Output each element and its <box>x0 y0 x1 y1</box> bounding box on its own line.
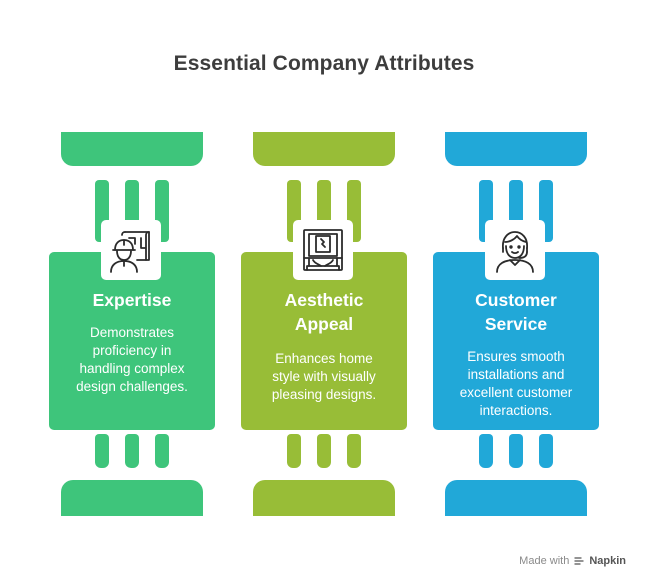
description-line: Demonstrates <box>89 325 175 340</box>
pillar-description: Ensures smooth installations and excelle… <box>439 348 593 420</box>
pillar-column <box>347 434 361 468</box>
pillar-aesthetic-appeal: Aesthetic Appeal Enhances home style wit… <box>241 132 407 516</box>
pillar-card: Expertise Demonstrates proficiency in ha… <box>49 252 215 430</box>
pillar-description: Demonstrates proficiency in handling com… <box>55 324 209 396</box>
pillar-base <box>445 480 587 516</box>
pillar-card: Customer Service Ensures smooth installa… <box>433 252 599 430</box>
pillar-top-cap <box>445 132 587 166</box>
description-line: proficiency in <box>92 343 172 358</box>
icon-box <box>293 220 353 280</box>
pillar-column <box>479 434 493 468</box>
description-line: pleasing designs. <box>271 387 377 402</box>
pillar-description: Enhances home style with visually pleasi… <box>247 350 401 404</box>
pillar-column <box>125 434 139 468</box>
napkin-pen-icon <box>574 557 584 565</box>
heading-line: Customer <box>475 290 557 310</box>
icon-box <box>485 220 545 280</box>
pillar-base <box>253 480 395 516</box>
description-line: excellent customer <box>459 385 573 400</box>
pillar-expertise: Expertise Demonstrates proficiency in ha… <box>49 132 215 516</box>
pillar-column <box>287 434 301 468</box>
pillar-column <box>95 434 109 468</box>
description-line: interactions. <box>479 403 553 418</box>
pillar-column <box>155 434 169 468</box>
pillar-column <box>509 434 523 468</box>
description-line: design challenges. <box>76 379 188 394</box>
support-agent-headset-icon <box>496 231 534 273</box>
framed-art-window-icon <box>303 229 343 271</box>
description-line: Enhances home <box>275 351 373 366</box>
pillar-top-cap <box>61 132 203 166</box>
pillar-column <box>539 434 553 468</box>
pillar-heading: Expertise <box>49 288 215 312</box>
pillar-customer-service: Customer Service Ensures smooth installa… <box>433 132 599 516</box>
description-line: Ensures smooth <box>467 349 565 364</box>
heading-line: Service <box>484 314 548 334</box>
napkin-watermark: Made with Napkin <box>519 555 626 567</box>
pillar-heading: Aesthetic Appeal <box>241 288 407 336</box>
pillar-base <box>61 480 203 516</box>
description-line: handling complex <box>79 361 185 376</box>
engineer-blueprint-icon <box>110 231 150 273</box>
diagram-title: Essential Company Attributes <box>173 52 475 75</box>
pillar-top-cap <box>253 132 395 166</box>
pillar-column <box>317 434 331 468</box>
icon-box <box>101 220 161 280</box>
napkin-brand-label: Napkin <box>589 555 626 567</box>
pillar-heading: Customer Service <box>433 288 599 336</box>
heading-line: Expertise <box>92 290 172 310</box>
heading-line: Aesthetic <box>284 290 364 310</box>
heading-line: Appeal <box>294 314 354 334</box>
made-with-label: Made with <box>519 555 570 567</box>
pillar-card: Aesthetic Appeal Enhances home style wit… <box>241 252 407 430</box>
description-line: installations and <box>467 367 565 382</box>
description-line: style with visually <box>272 369 376 384</box>
